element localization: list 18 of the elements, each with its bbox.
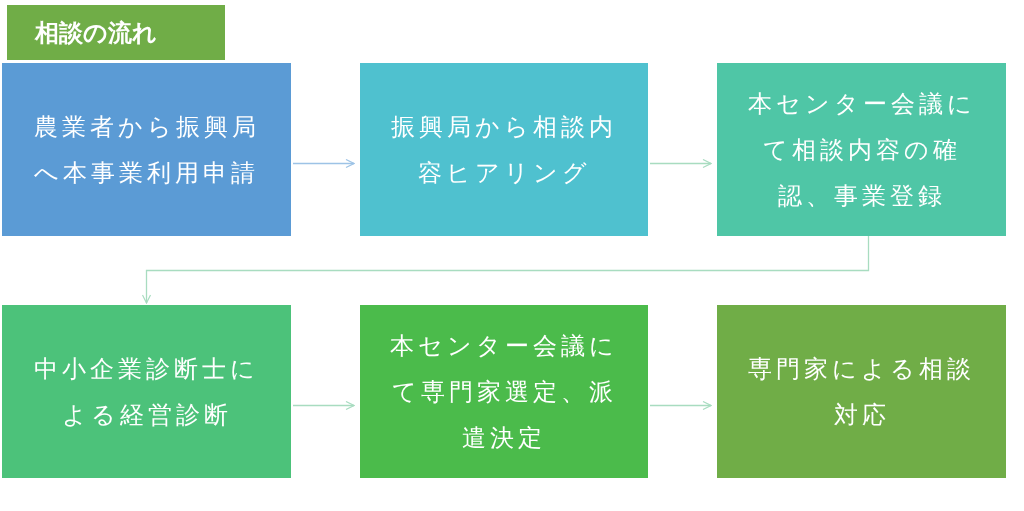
process-box bbox=[360, 63, 648, 236]
step-text: 専門家による相談対応 bbox=[747, 353, 976, 431]
title-tab: 相談の流れ bbox=[7, 5, 225, 60]
step-text: 中小企業診断士による経営診断 bbox=[33, 353, 260, 431]
process-box bbox=[2, 63, 291, 236]
arrow bbox=[141, 235, 870, 304]
arrow bbox=[649, 158, 712, 169]
step-text: 農業者から振興局へ本事業利用申請 bbox=[32, 111, 261, 189]
process-box bbox=[717, 63, 1006, 236]
process-box bbox=[717, 305, 1006, 478]
arrow bbox=[292, 158, 355, 169]
arrow bbox=[292, 400, 355, 411]
process-box bbox=[360, 305, 648, 478]
process-box bbox=[2, 305, 291, 478]
step-text: 振興局から相談内容ヒアリング bbox=[390, 111, 618, 189]
step-text: 本センター会議にて専門家選定、派遣決定 bbox=[389, 330, 619, 454]
arrow bbox=[649, 400, 712, 411]
step-text: 本センター会議にて相談内容の確認、事業登録 bbox=[746, 88, 977, 212]
